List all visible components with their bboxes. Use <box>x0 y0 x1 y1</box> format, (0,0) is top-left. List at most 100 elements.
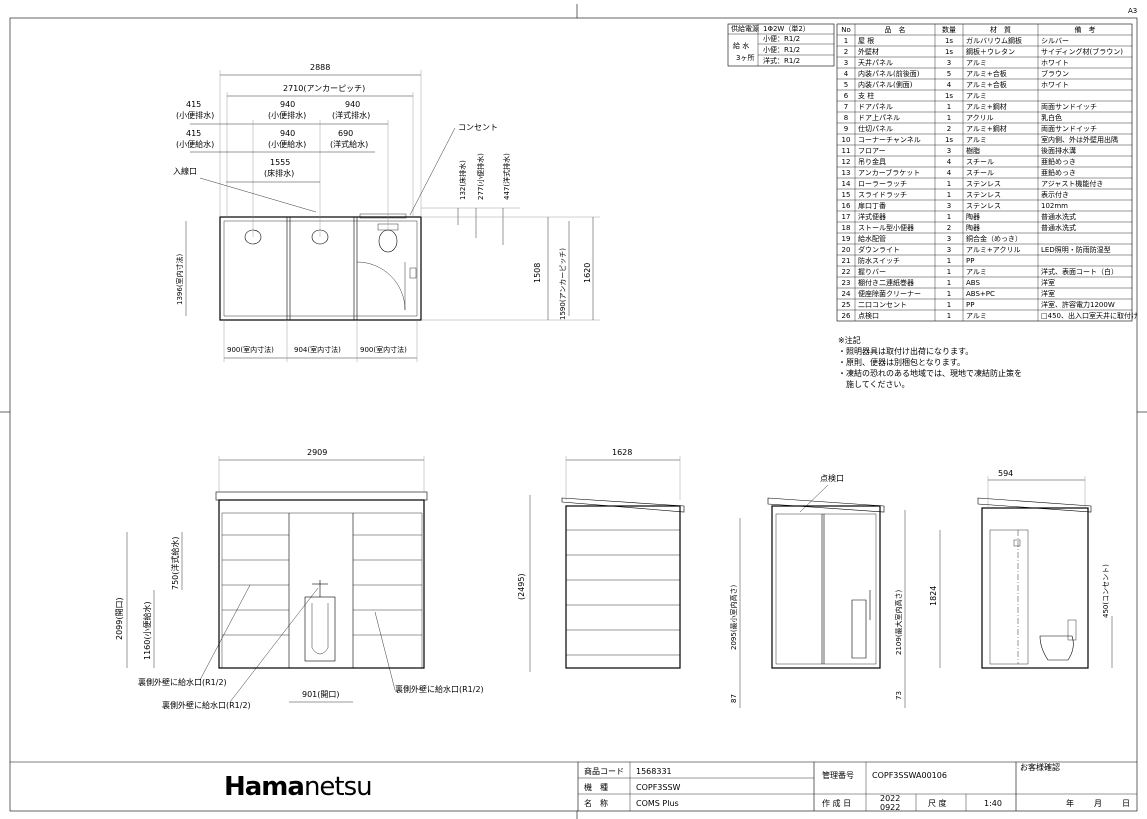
parts-name: 洋式便器 <box>858 212 886 221</box>
dim-1555: 1555 <box>270 158 290 167</box>
supply-power-label: 供給電源 <box>731 24 759 33</box>
front-roof <box>215 491 428 501</box>
parts-no: 4 <box>844 70 849 78</box>
parts-remark: □450、出入口室天井に取付け <box>1041 311 1138 320</box>
parts-qty: 1 <box>947 268 951 276</box>
parts-header: 材 質 <box>990 25 1011 34</box>
dim-277: 277(小便排水) <box>476 153 485 200</box>
plan-outline <box>219 216 422 321</box>
inspection-label: 点検口 <box>820 473 844 483</box>
dim-1620: 1620 <box>583 263 592 283</box>
side-elevation: 1628 (2495) <box>517 448 685 672</box>
notes-title: ※注記 <box>838 335 861 345</box>
product-name: COMS Plus <box>636 799 679 808</box>
parts-qty: 1s <box>945 92 953 100</box>
parts-remark: シルバー <box>1041 37 1069 45</box>
parts-header: 備 考 <box>1075 25 1096 34</box>
parts-qty: 3 <box>947 59 951 67</box>
title-block: Hamanetsu 商品コード 1568331 機 種 COPF3SSW 名 称… <box>10 761 1137 812</box>
parts-name: ドア上パネル <box>858 113 900 122</box>
section-view-2: 594 1824 450(コンセント) <box>929 469 1113 669</box>
label-month: 月 <box>1094 799 1102 808</box>
parts-name: 仕切パネル <box>858 124 893 133</box>
parts-qty: 2 <box>947 125 951 133</box>
urinal-side <box>851 599 867 659</box>
dim-415-supply: 415 <box>186 129 201 138</box>
parts-name: スライドラッチ <box>858 191 907 199</box>
parts-material: アルミ+合板 <box>966 80 1007 89</box>
parts-name: 点検口 <box>858 311 879 320</box>
dim-87: 87 <box>730 694 738 703</box>
parts-no: 12 <box>842 158 851 166</box>
parts-material: アクリル <box>966 114 994 122</box>
parts-name: 屋 根 <box>858 36 874 45</box>
parts-name: 吊り金具 <box>858 157 886 166</box>
parts-no: 13 <box>842 169 851 177</box>
parts-qty: 1s <box>945 136 953 144</box>
parts-remark: 亜鉛めっき <box>1041 168 1076 177</box>
dim-1508: 1508 <box>533 263 542 283</box>
dim-room-3: 900(室内寸法) <box>360 345 407 354</box>
dim-room-1: 900(室内寸法) <box>227 345 274 354</box>
parts-material: ABS <box>966 279 980 287</box>
dim-label: (洋式給水) <box>330 139 368 149</box>
parts-no: 23 <box>842 279 851 287</box>
dim-690: 690 <box>338 129 353 138</box>
parts-qty: 2 <box>947 224 951 232</box>
dim-label: (小便給水) <box>176 139 214 149</box>
supply-row: 洋式：R1/2 <box>763 56 800 65</box>
parts-material: ステンレス <box>966 202 1001 210</box>
toilet-plan <box>378 229 398 253</box>
dim-1396: 1396(室内寸法) <box>175 253 184 305</box>
dim-2095: 2095(最小室内高さ) <box>729 584 738 650</box>
dim-1824: 1824 <box>929 586 938 606</box>
parts-qty: 1 <box>947 301 951 309</box>
note-line: ・凍結の恐れのある地域では、現地で凍結防止策を <box>838 368 1022 378</box>
dim-1590: 1590(アンカーピッチ) <box>559 248 567 320</box>
parts-qty: 1 <box>947 191 951 199</box>
parts-material: 陶器 <box>966 223 980 232</box>
supply-table: 供給電源 1Φ2W（単2） 給 水 3ヶ所 小便：R1/2 小便：R1/2 洋式… <box>727 23 835 67</box>
dim-450-outlet: 450(コンセント) <box>1102 564 1110 618</box>
label-year: 年 <box>1066 798 1074 808</box>
model-number: COPF3SSW <box>636 783 681 792</box>
dim-room-2: 904(室内寸法) <box>294 345 341 354</box>
parts-no: 26 <box>842 312 851 320</box>
door-swing <box>356 261 406 311</box>
parts-remark: 亜鉛めっき <box>1041 157 1076 166</box>
parts-name: 内装パネル(前後面) <box>858 69 920 78</box>
supply-note-mid: 裏側外壁に給水口(R1/2) <box>162 700 251 710</box>
parts-header: No <box>841 26 851 34</box>
parts-remark: 両面サンドイッチ <box>1041 103 1097 111</box>
parts-remark: ホワイト <box>1041 59 1069 67</box>
outlet-label: コンセント <box>458 123 498 132</box>
section1-body <box>771 505 881 669</box>
created-year: 2022 <box>880 794 900 803</box>
dim-415-drain: 415 <box>186 100 201 109</box>
parts-qty: 1 <box>947 290 951 298</box>
parts-name: フロアー <box>858 147 886 155</box>
parts-header: 品 名 <box>885 25 906 34</box>
parts-no: 22 <box>842 268 851 276</box>
parts-remark: サイディング材(ブラウン) <box>1041 47 1123 56</box>
parts-remark: 表示付き <box>1041 190 1069 199</box>
parts-material: スチール <box>966 158 994 166</box>
parts-no: 21 <box>842 257 851 265</box>
parts-no: 3 <box>844 59 848 67</box>
parts-name: ローラーラッチ <box>858 180 907 188</box>
dim-940-urinal: 940 <box>280 100 295 109</box>
parts-no: 17 <box>842 213 851 221</box>
parts-no: 20 <box>842 246 851 254</box>
parts-name: 防水スイッチ <box>858 256 900 265</box>
parts-qty: 1 <box>947 312 951 320</box>
dim-label: (床排水) <box>264 168 294 178</box>
label-name: 名 称 <box>584 798 608 808</box>
parts-material: アルミ <box>966 59 987 67</box>
parts-qty: 3 <box>947 235 951 243</box>
parts-qty: 1 <box>947 103 951 111</box>
dim-label: (小便排水) <box>176 110 214 120</box>
parts-no: 1 <box>844 37 848 45</box>
label-scale: 尺 度 <box>928 798 947 808</box>
parts-no: 16 <box>842 202 851 210</box>
dim-132: 132(床排水) <box>458 160 467 200</box>
